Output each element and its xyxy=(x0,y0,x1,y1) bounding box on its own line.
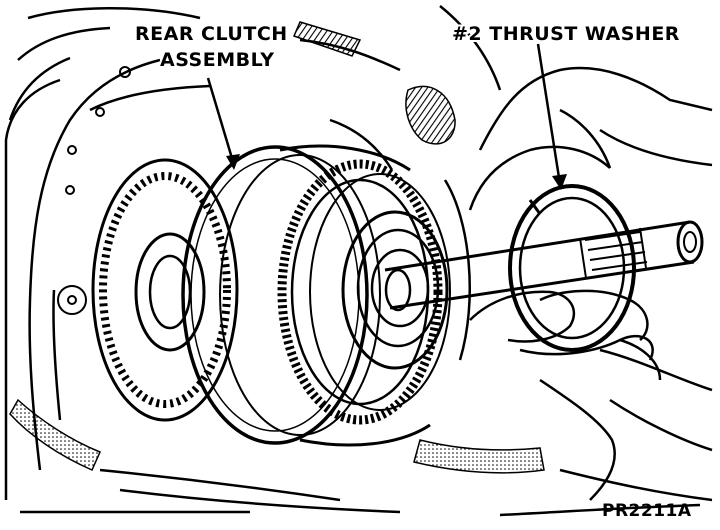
rear-clutch-label-line2: ASSEMBLY xyxy=(160,49,275,71)
background-drum xyxy=(91,158,239,422)
rear-clutch-label-line1: REAR CLUTCH xyxy=(135,23,288,45)
input-shaft xyxy=(384,220,704,312)
rear-clutch-assembly xyxy=(181,144,471,447)
rear-clutch-leader xyxy=(206,77,236,166)
callout-leaders xyxy=(206,43,567,190)
case-shading xyxy=(9,21,545,474)
thrust-washer xyxy=(508,184,636,352)
figure-code: PR2211A xyxy=(602,501,692,521)
case-bolt-holes xyxy=(57,66,131,315)
thrust-washer-leader xyxy=(536,43,562,185)
thrust-washer-label: #2 THRUST WASHER xyxy=(452,23,680,45)
transmission-case xyxy=(4,5,713,517)
technician-hands xyxy=(468,66,713,501)
